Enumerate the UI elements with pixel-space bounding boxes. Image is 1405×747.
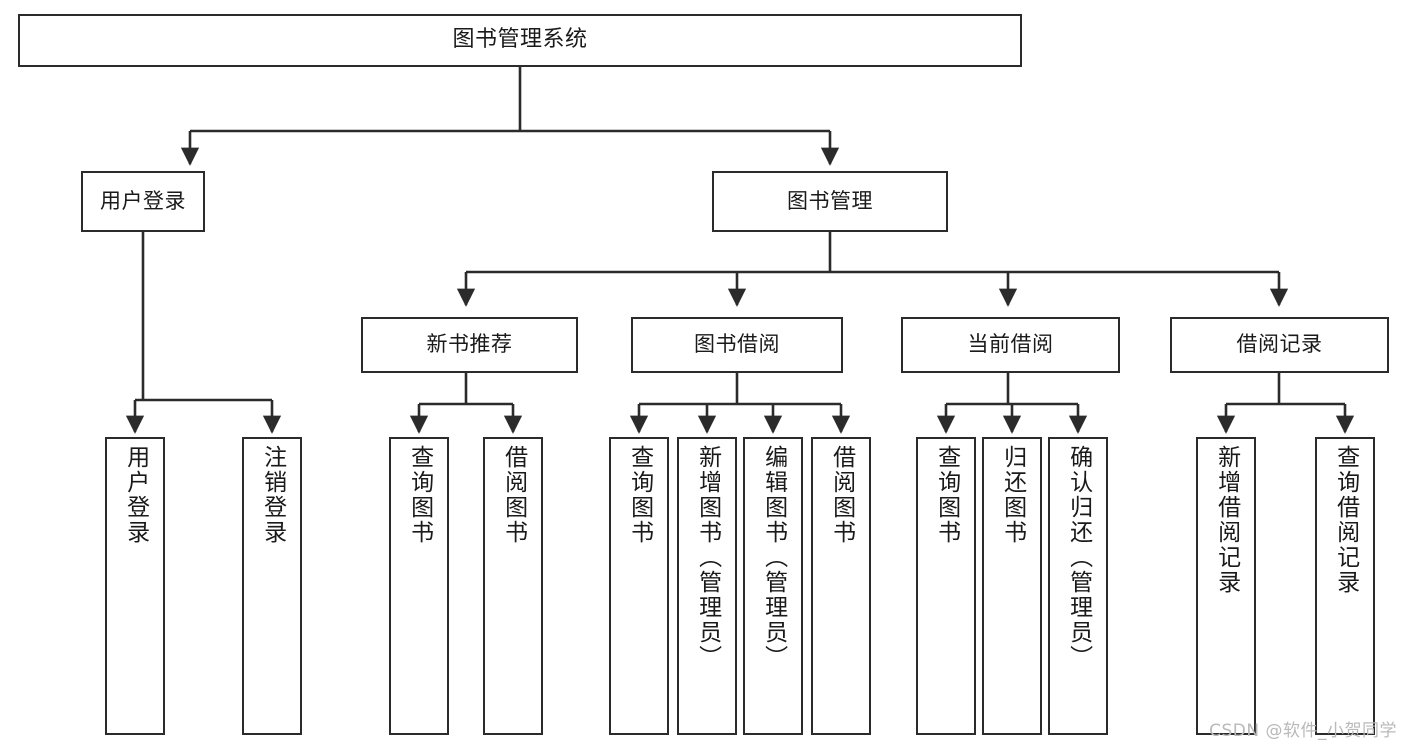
leaf-current-borrow-return-book[interactable]: 归还图书 [982, 437, 1042, 735]
node-label: 查询图书 [933, 445, 960, 545]
leaf-user-login-logout[interactable]: 注销登录 [242, 437, 302, 735]
node-label: 新增图书（管理员） [694, 445, 721, 670]
leaf-book-borrow-query-book[interactable]: 查询图书 [609, 437, 669, 735]
node-label: 借阅图书 [500, 445, 527, 545]
leaf-book-borrow-edit-book-admin[interactable]: 编辑图书（管理员） [743, 437, 803, 735]
leaf-current-borrow-confirm-return-admin[interactable]: 确认归还（管理员） [1048, 437, 1108, 735]
node-user-login[interactable]: 用户登录 [81, 171, 205, 232]
node-book-management[interactable]: 图书管理 [712, 171, 948, 232]
node-root-library-management-system[interactable]: 图书管理系统 [18, 14, 1022, 67]
leaf-book-borrow-borrow-book[interactable]: 借阅图书 [811, 437, 871, 735]
node-label: 编辑图书（管理员） [760, 445, 787, 670]
node-current-borrow[interactable]: 当前借阅 [901, 317, 1120, 373]
node-label: 图书管理系统 [452, 27, 588, 53]
node-label: 当前借阅 [967, 332, 1054, 357]
node-label: 新书推荐 [426, 332, 513, 357]
node-label: 确认归还（管理员） [1065, 445, 1092, 670]
node-borrow-record[interactable]: 借阅记录 [1170, 317, 1389, 373]
leaf-borrow-record-add-record[interactable]: 新增借阅记录 [1196, 437, 1256, 735]
node-label: 图书管理 [787, 188, 873, 213]
watermark-text: CSDN @软件_小贺同学 [1209, 721, 1397, 741]
node-label: 借阅记录 [1236, 332, 1323, 357]
leaf-new-book-query-book[interactable]: 查询图书 [389, 437, 449, 735]
node-label: 查询图书 [406, 445, 433, 545]
leaf-new-book-borrow-book[interactable]: 借阅图书 [483, 437, 543, 735]
node-label: 注销登录 [259, 445, 286, 545]
leaf-borrow-record-query-record[interactable]: 查询借阅记录 [1315, 437, 1375, 735]
node-label: 新增借阅记录 [1213, 445, 1240, 595]
node-label: 图书借阅 [694, 332, 780, 357]
node-label: 查询图书 [626, 445, 653, 545]
node-book-borrow[interactable]: 图书借阅 [631, 317, 843, 373]
node-label: 用户登录 [122, 445, 149, 545]
leaf-book-borrow-add-book-admin[interactable]: 新增图书（管理员） [677, 437, 737, 735]
node-new-book-recommend[interactable]: 新书推荐 [361, 317, 578, 373]
leaf-user-login-login[interactable]: 用户登录 [105, 437, 165, 735]
leaf-current-borrow-query-book[interactable]: 查询图书 [916, 437, 976, 735]
node-label: 用户登录 [100, 188, 186, 213]
node-label: 借阅图书 [828, 445, 855, 545]
node-label: 归还图书 [999, 445, 1026, 545]
node-label: 查询借阅记录 [1332, 445, 1359, 595]
